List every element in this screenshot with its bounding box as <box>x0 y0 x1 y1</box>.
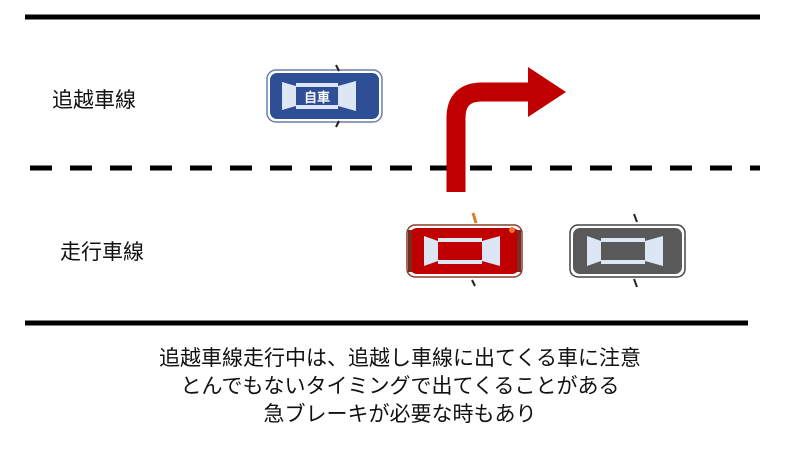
merging-car-turn-signal <box>471 212 478 224</box>
merging-car-mirror-bottom <box>471 279 476 287</box>
caption-line-1: 追越車線走行中は、追越し車線に出てくる車に注意 <box>159 346 641 370</box>
own-car-mirror-bottom <box>335 120 340 128</box>
lane-change-arrow-shaft <box>446 82 528 192</box>
other-car-windshield <box>645 236 663 266</box>
caption: 追越車線走行中は、追越し車線に出てくる車に注意 とんでもないタイミングで出てくる… <box>0 344 800 428</box>
own-car: 自車 <box>266 64 383 128</box>
other-car-rear-window <box>587 236 601 266</box>
own-car-windshield <box>338 81 356 111</box>
own-car-rear-window <box>282 82 296 110</box>
merging-car-front-light <box>509 227 515 233</box>
passing-lane-label: 追越車線 <box>52 88 136 112</box>
caption-line-2: とんでもないタイミングで出てくることがある <box>180 374 620 398</box>
merging-car-windshield <box>482 236 500 266</box>
driving-lane-label: 走行車線 <box>60 240 144 264</box>
merging-car-rear-window <box>424 236 438 266</box>
other-car-mirror-bottom <box>633 278 638 288</box>
other-car <box>569 213 686 288</box>
caption-line-3: 急ブレーキが必要な時もあり <box>263 402 537 426</box>
other-car-mirror-top <box>633 213 638 223</box>
lane-change-arrow-head <box>528 67 566 117</box>
merging-car <box>406 212 523 287</box>
own-car-mirror-top <box>335 64 340 72</box>
own-car-label: 自車 <box>304 90 330 106</box>
